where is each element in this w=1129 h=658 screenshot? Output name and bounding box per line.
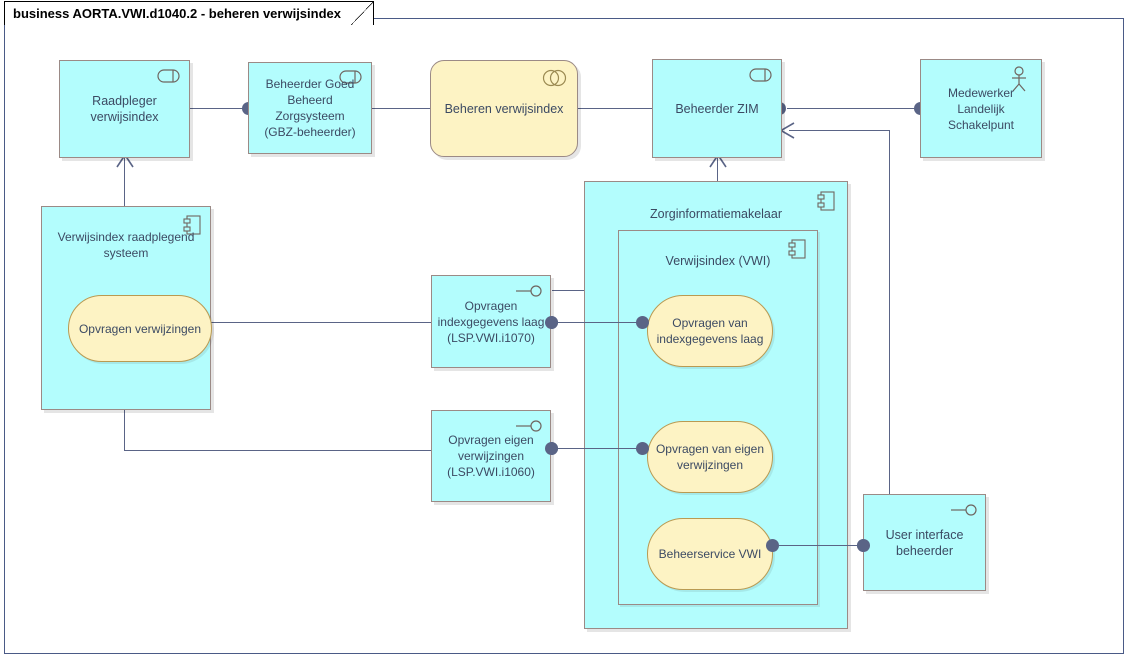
node-label: Opvragen indexgegevens laag (LSP.VWI.i10… bbox=[437, 298, 545, 345]
node-label: Opvragen eigen verwijzingen (LSP.VWI.i10… bbox=[447, 433, 535, 479]
node-user-interface-beheerder[interactable]: User interface beheerder bbox=[863, 494, 986, 591]
ball-eigenverwijzingen-left-top bbox=[636, 442, 649, 455]
node-opvragen-van-indexgegevens-laag[interactable]: Opvragen van indexgegevens laag bbox=[647, 295, 773, 367]
ball-i1060-right-top bbox=[545, 442, 558, 455]
node-beheerservice-vwi[interactable]: Beheerservice VWI bbox=[647, 518, 773, 590]
ball-indexgegevens-left-top bbox=[636, 316, 649, 329]
node-label: User interface beheerder bbox=[885, 527, 964, 558]
node-label: Opvragen van eigen verwijzingen bbox=[655, 442, 765, 472]
node-medewerker-landelijk-schakelpunt[interactable]: Medewerker Landelijk Schakelpunt bbox=[920, 59, 1042, 158]
node-label: Beheerservice VWI bbox=[658, 547, 762, 561]
connector-i1070-indexgegevens-top bbox=[558, 322, 648, 324]
node-label: Verwijsindex raadplegend systeem bbox=[57, 230, 195, 260]
node-beheerder-gbz[interactable]: Beheerder Goed Beheerd Zorgsysteem (GBZ-… bbox=[248, 62, 372, 154]
connector-i1070-opvragen bbox=[196, 322, 432, 324]
interface-lollipop-icon bbox=[951, 504, 977, 516]
node-beheren-verwijsindex[interactable]: Beheren verwijsindex bbox=[430, 60, 578, 157]
interface-lollipop-icon bbox=[516, 285, 542, 297]
connector-gbz-beheren bbox=[372, 108, 430, 110]
business-collaboration-icon bbox=[542, 69, 567, 87]
diagram-frame bbox=[4, 18, 1124, 654]
interface-lollipop-icon bbox=[516, 420, 542, 432]
node-opvragen-verwijzingen[interactable]: Opvragen verwijzingen bbox=[68, 295, 212, 362]
ball-ui-left-top bbox=[857, 539, 870, 552]
connector-raadpleger-gbz bbox=[190, 108, 250, 110]
connector-beheren-zim bbox=[578, 108, 652, 110]
title-tab-slant bbox=[351, 2, 373, 25]
connector-ui-zim-horizontal bbox=[789, 130, 890, 132]
node-verwijsindex-raadplegend-systeem[interactable]: Verwijsindex raadplegend systeem Opvrage… bbox=[41, 206, 212, 410]
ball-i1070-right-top bbox=[545, 316, 558, 329]
node-label: Raadpleger verwijsindex bbox=[90, 94, 159, 124]
connector-beheerservice-ui-top bbox=[779, 545, 869, 547]
node-label: Verwijsindex (VWI) bbox=[665, 254, 771, 268]
node-label: Opvragen van indexgegevens laag bbox=[656, 316, 764, 346]
node-raadpleger-verwijsindex[interactable]: Raadpleger verwijsindex bbox=[59, 60, 190, 158]
connector-zim-medewerker bbox=[787, 108, 921, 110]
connector-i1060-eigenverwijzingen-top bbox=[558, 448, 648, 450]
business-role-icon bbox=[157, 69, 180, 83]
node-label: Medewerker Landelijk Schakelpunt bbox=[947, 85, 1015, 132]
connector-ui-zim-vertical bbox=[889, 131, 891, 494]
connector-i1070-top-stub bbox=[552, 290, 614, 292]
node-verwijsindex-vwi[interactable]: Verwijsindex (VWI) Opvragen van indexgeg… bbox=[618, 230, 818, 605]
page-title: business AORTA.VWI.d1040.2 - beheren ver… bbox=[13, 5, 341, 21]
node-label: Beheerder Goed Beheerd Zorgsysteem (GBZ-… bbox=[264, 77, 356, 139]
node-label: Beheren verwijsindex bbox=[444, 101, 564, 116]
node-interface-i1060[interactable]: Opvragen eigen verwijzingen (LSP.VWI.i10… bbox=[431, 410, 551, 502]
business-role-icon bbox=[749, 68, 772, 82]
connector-zim-container-role bbox=[717, 158, 719, 182]
node-zorginformatiemakelaar[interactable]: Zorginformatiemakelaar Verwijsindex (VWI… bbox=[584, 181, 848, 629]
node-label: Beheerder ZIM bbox=[675, 101, 759, 116]
ball-beheerservice-right-top bbox=[766, 539, 779, 552]
connector-i1060-route-horizontal bbox=[124, 450, 432, 452]
node-beheerder-zim[interactable]: Beheerder ZIM bbox=[652, 59, 782, 158]
node-label: Opvragen verwijzingen bbox=[78, 321, 202, 336]
node-interface-i1070[interactable]: Opvragen indexgegevens laag (LSP.VWI.i10… bbox=[431, 275, 551, 368]
connector-vrs-raadpleger bbox=[124, 158, 126, 206]
node-label: Zorginformatiemakelaar bbox=[650, 207, 782, 221]
diagram-title-tab: business AORTA.VWI.d1040.2 - beheren ver… bbox=[4, 1, 374, 25]
node-opvragen-van-eigen-verwijzingen[interactable]: Opvragen van eigen verwijzingen bbox=[647, 421, 773, 493]
